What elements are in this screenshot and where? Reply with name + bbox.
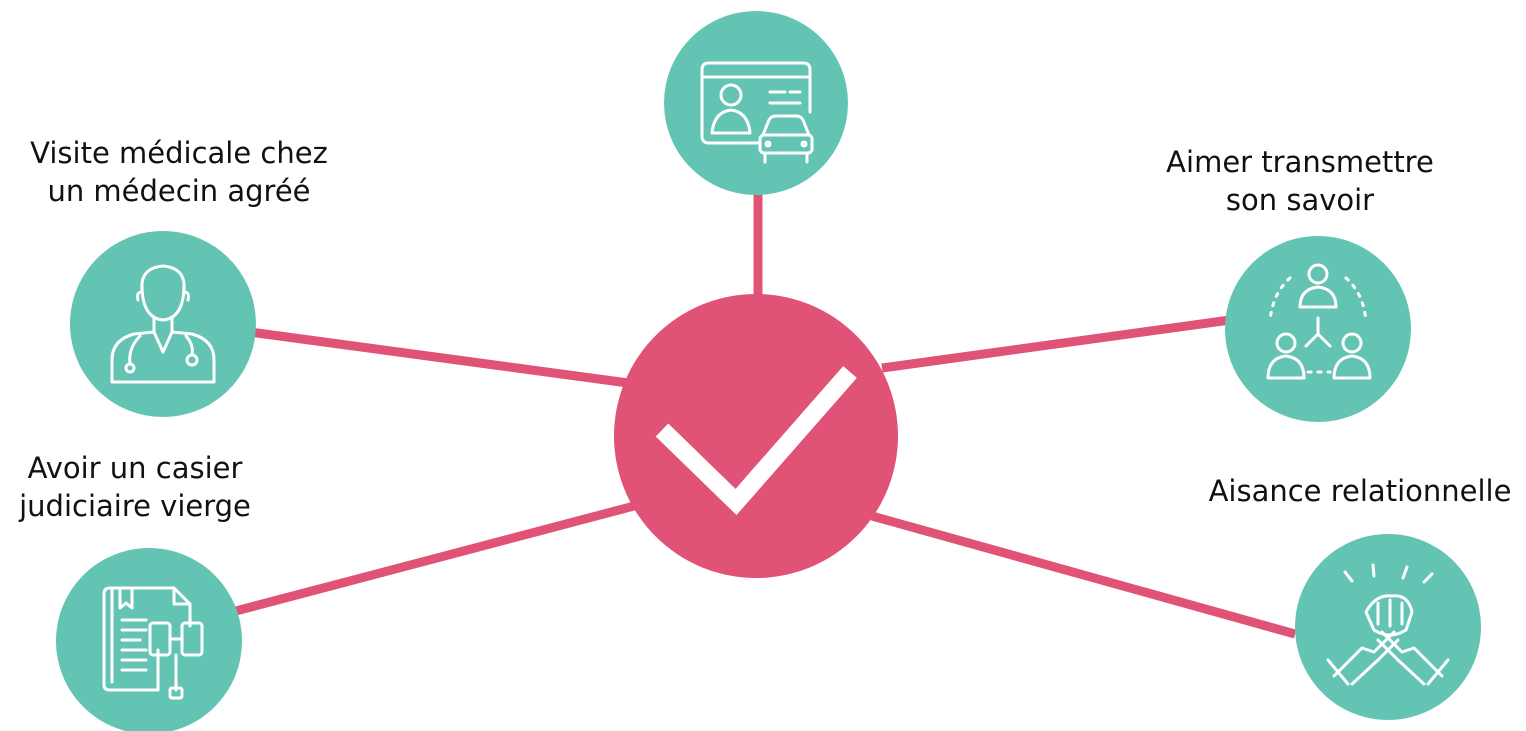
label-medical-line-2: un médecin agréé: [47, 174, 311, 208]
label-record-line-2: judiciaire vierge: [19, 489, 251, 523]
legal-document-gavel-icon: [102, 586, 204, 700]
label-medical: Visite médicale chez un médecin agréé: [14, 134, 344, 210]
connector-record: [230, 500, 640, 617]
label-medical-line-1: Visite médicale chez: [30, 136, 328, 170]
node-teaching: [1225, 236, 1411, 422]
node-license: [664, 11, 848, 195]
node-record: [56, 548, 242, 731]
connector-relations: [870, 511, 1297, 639]
connector-medical: [249, 327, 629, 388]
label-relations-line-1: Aisance relationnelle: [1208, 474, 1512, 508]
hub: [614, 294, 898, 578]
label-relations: Aisance relationnelle: [1196, 472, 1524, 510]
check-icon: [655, 366, 857, 516]
node-relations: [1295, 534, 1481, 720]
node-medical: [70, 231, 256, 417]
label-teaching-line-2: son savoir: [1225, 183, 1375, 217]
label-record-line-1: Avoir un casier: [27, 451, 243, 485]
doctor-icon: [110, 264, 216, 384]
driver-license-car-icon: [700, 61, 814, 164]
connector-teaching: [881, 315, 1231, 373]
label-record: Avoir un casier judiciaire vierge: [0, 449, 270, 525]
label-teaching-line-1: Aimer transmettre: [1166, 145, 1434, 179]
handshake-icon: [1326, 563, 1450, 686]
team-network-icon: [1266, 263, 1372, 380]
label-teaching: Aimer transmettre son savoir: [1140, 143, 1460, 219]
